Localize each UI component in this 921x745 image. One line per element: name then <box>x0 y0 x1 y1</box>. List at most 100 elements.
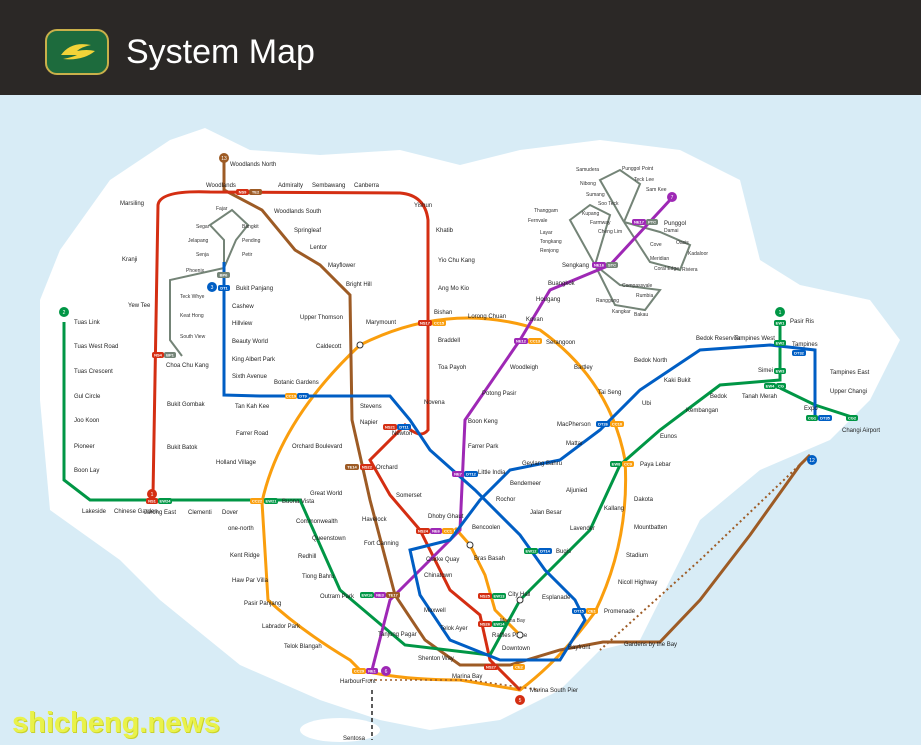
station-keat-hong: Keat Hong <box>180 313 204 319</box>
code-ne1: NE1 <box>368 669 377 674</box>
station-potong-pasir: Potong Pasir <box>482 391 516 397</box>
code-ce2: CE2 <box>515 665 524 670</box>
code-cg1: CG1 <box>808 416 817 421</box>
badge-ew-west <box>59 307 69 317</box>
station-kent-ridge: Kent Ridge <box>230 553 260 559</box>
code-pill-ne17 <box>632 219 646 225</box>
station-sixth-avenue: Sixth Avenue <box>232 374 268 380</box>
code-pill-dt1 <box>218 285 230 291</box>
station-renjong: Renjong <box>540 248 559 254</box>
code-pill-ce1 <box>586 608 598 614</box>
interchange-caldecott <box>356 341 364 349</box>
station-choa-chu-kang: Choa Chu Kang <box>166 363 209 369</box>
station-pending: Pending <box>242 238 261 244</box>
code-ns21: NS21 <box>385 425 396 430</box>
interchange-city-hall <box>516 596 524 604</box>
code-ew12: EW12 <box>526 549 538 554</box>
station-bras-basah: Bras Basah <box>474 556 505 562</box>
station-paya-lebar: Paya Lebar <box>640 462 671 468</box>
station-rumbia: Rumbia <box>636 293 653 299</box>
station-farmway: Farmway <box>590 220 611 226</box>
station-senja: Senja <box>196 252 209 258</box>
station-kembangan: Kembangan <box>686 408 718 414</box>
code-pill-stc <box>606 262 618 268</box>
code-pill-ne7 <box>452 471 464 477</box>
lrt-sengkang-punggol <box>568 168 692 312</box>
station-mayflower: Mayflower <box>328 263 355 269</box>
station-rochor: Rochor <box>496 497 515 503</box>
station-samudera: Samudera <box>576 167 599 173</box>
code-pill-ns25 <box>478 593 492 599</box>
code-dt26: DT26 <box>598 422 609 427</box>
code-pill-te14 <box>345 464 359 470</box>
code-ew1: EW1 <box>776 321 785 326</box>
badge-ew-east <box>775 307 785 317</box>
code-pill-ne1 <box>366 668 378 674</box>
station-bishan: Bishan <box>434 310 452 316</box>
station-woodlands-south: Woodlands South <box>274 209 321 215</box>
code-pill-cg <box>776 383 786 389</box>
code-pill-cc19 <box>285 393 297 399</box>
code-ns25: NS25 <box>480 594 491 599</box>
station-hillview: Hillview <box>232 321 253 327</box>
station-bangkit: Bangkit <box>242 224 259 230</box>
station-kovan: Kovan <box>526 317 543 323</box>
code-cc22: CC22 <box>252 499 263 504</box>
code-pill-ew13 <box>492 593 506 599</box>
badge-ew-west-label: 2 <box>63 310 66 316</box>
station-fort-canning: Fort Canning <box>364 541 399 547</box>
station-canberra: Canberra <box>354 183 380 189</box>
badge-te-top <box>219 153 229 163</box>
station-hougang: Hougang <box>536 297 560 303</box>
badge-te-bottom <box>807 455 817 465</box>
code-pill-dt11 <box>397 424 411 430</box>
code-cg: CG <box>778 384 784 389</box>
station-nibong: Nibong <box>580 181 596 187</box>
station-tuas-crescent: Tuas Crescent <box>74 369 113 375</box>
station-bukit-batok: Bukit Batok <box>167 445 198 451</box>
code-pill-te17 <box>386 592 400 598</box>
code-pill-ns24 <box>416 528 430 534</box>
station-commonwealth: Commonwealth <box>296 519 338 525</box>
code-dt1: DT1 <box>220 286 228 291</box>
code-ew16: EW16 <box>362 593 374 598</box>
system-map[interactable]: 13 2 3 1 7 1 5 6 12 NS9 TE2 NS17 CC15 NS… <box>0 95 921 745</box>
code-pill-ns17 <box>418 320 432 326</box>
code-dt11: DT11 <box>399 425 409 430</box>
station-bukit-gombak: Bukit Gombak <box>167 402 206 408</box>
code-pill-dt14 <box>538 548 552 554</box>
station-macpherson: MacPherson <box>557 422 591 428</box>
station-redhill: Redhill <box>298 554 316 560</box>
station-compassvale: Compassvale <box>622 283 653 289</box>
interchange-dhoby-ghaut <box>466 541 474 549</box>
station-thanggam: Thanggam <box>534 208 558 214</box>
station-eunos: Eunos <box>660 434 677 440</box>
station-esplanade: Esplanade <box>542 595 571 601</box>
code-pill-cc29 <box>352 668 366 674</box>
station-telok-blangah: Telok Blangah <box>284 644 322 650</box>
code-ns4: NS4 <box>154 353 163 358</box>
code-dt14: DT14 <box>540 549 551 554</box>
station-somerset: Somerset <box>396 493 422 499</box>
station-tongkang: Tongkang <box>540 239 562 245</box>
code-cc9: CC9 <box>624 462 633 467</box>
station-sembawang: Sembawang <box>312 183 345 189</box>
station-tuas-west-road: Tuas West Road <box>74 344 118 350</box>
code-pill-dt35 <box>818 415 832 421</box>
station-woodleigh: Woodleigh <box>510 365 538 371</box>
code-pill-ns21 <box>383 424 397 430</box>
code-pill-cc22 <box>250 498 264 504</box>
station-promenade: Promenade <box>604 609 636 615</box>
station-little-india: Little India <box>478 470 506 476</box>
station-jelapang: Jelapang <box>188 238 209 244</box>
station-punggol-point: Punggol Point <box>622 166 654 172</box>
station-bakau: Bakau <box>634 312 648 318</box>
station-clementi: Clementi <box>188 510 212 516</box>
station-coral-edge: Coral Edge <box>654 266 679 272</box>
code-cc10: CC10 <box>612 422 623 427</box>
line-thomson-east-coast <box>222 160 812 667</box>
code-pill-ne3 <box>374 592 386 598</box>
code-pill-ew21 <box>264 498 278 504</box>
station-caldecott: Caldecott <box>316 344 342 350</box>
station-pasir-panjang: Pasir Panjang <box>244 601 281 607</box>
